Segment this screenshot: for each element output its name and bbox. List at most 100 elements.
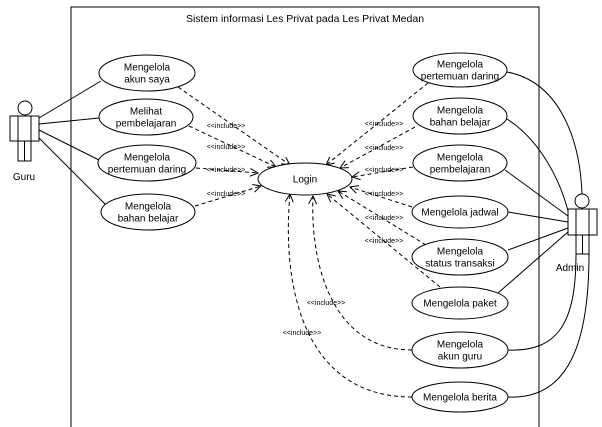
use-case-label: pertemuan daring [108, 165, 186, 176]
include-label: <<include>> [365, 121, 404, 128]
use-case-ellipse [257, 162, 353, 196]
association-guru-akun-saya [38, 80, 102, 119]
use-case-label: status transaksi [425, 259, 494, 270]
use-case-label: pertemuan daring [421, 72, 499, 83]
include-label: <<include>> [307, 300, 346, 307]
include-berita: <<include>> [283, 194, 413, 398]
actor-label-guru: Guru [13, 172, 35, 183]
association-admin-berita [507, 253, 590, 398]
include-arrow [177, 86, 290, 165]
association-admin-bahan-belajar-admin [506, 118, 569, 212]
association-lines [38, 71, 590, 398]
include-pertemuan-daring-guru: <<include>> [195, 167, 258, 174]
include-label: <<include>> [365, 145, 404, 152]
include-label: <<include>> [207, 144, 246, 151]
include-bahan-belajar-admin: <<include>> [340, 126, 416, 168]
use-case-label: Mengelola berita [423, 393, 497, 404]
include-arrow [194, 186, 261, 207]
use-case-label: Mengelola paket [423, 299, 497, 310]
use-case-label: pembelajaran [430, 165, 491, 176]
use-case-ellipse [411, 331, 509, 369]
include-label: <<include>> [207, 123, 246, 130]
include-label: <<include>> [207, 167, 246, 174]
use-case-label: Mengelola [437, 106, 484, 117]
include-label: <<include>> [283, 330, 322, 337]
use-case-paket: Mengelola paket [411, 286, 509, 320]
association-admin-jadwal [507, 211, 569, 223]
use-case-label: Melihat [130, 107, 162, 118]
actor-label-admin: Admin [556, 263, 584, 274]
use-case-label: Mengelola [437, 340, 484, 351]
use-case-ellipse [412, 52, 508, 88]
include-label: <<include>> [365, 238, 404, 245]
include-akun-guru: <<include>> [307, 196, 413, 351]
use-case-ellipse [411, 195, 509, 229]
include-arrow [188, 125, 276, 167]
include-arrow [350, 187, 413, 208]
guru-figure-icon [9, 100, 40, 162]
use-case-login: Login [257, 162, 353, 196]
association-guru-bahan-belajar-guru [38, 137, 106, 205]
include-arrow [288, 194, 413, 398]
include-label: <<include>> [207, 191, 246, 198]
include-relations: <<include>> <<include>> <<include>> <<inclu… [177, 82, 441, 398]
use-case-ellipse [411, 286, 509, 320]
admin-figure-icon [567, 193, 598, 255]
use-case-berita: Mengelola berita [411, 381, 509, 413]
actor-guru: Guru [9, 100, 40, 183]
use-case-ellipse [97, 144, 197, 182]
use-case-label: Mengelola [125, 202, 172, 213]
association-guru-pertemuan-daring-guru [38, 129, 100, 161]
use-case-label: Mengelola [437, 247, 484, 258]
association-admin-pertemuan-daring-admin [506, 71, 583, 195]
use-case-ellipse [98, 98, 194, 136]
include-akun-saya: <<include>> [177, 86, 290, 165]
use-case-ellipse [412, 97, 508, 135]
use-case-label: bahan belajar [118, 214, 179, 225]
association-admin-paket [497, 231, 569, 294]
include-pertemuan-daring-admin: <<include>> [326, 82, 429, 165]
include-jadwal: <<include>> [350, 187, 413, 208]
use-case-label: Mengelola [124, 63, 171, 74]
use-case-label: Mengelola [437, 60, 484, 71]
association-guru-melihat-pembelajaran [38, 117, 100, 125]
use-case-label: akun guru [438, 352, 482, 363]
use-case-ellipse [411, 238, 509, 276]
actor-admin: Admin [556, 193, 598, 274]
association-admin-status-transaksi [507, 227, 569, 251]
association-admin-akun-guru [507, 253, 577, 351]
use-case-ellipse [100, 193, 196, 231]
include-paket: <<include>> [327, 194, 441, 288]
use-case-label: Mengelola [124, 153, 171, 164]
include-melihat-pembelajaran: <<include>> [188, 125, 276, 167]
use-case-label: Mengelola [437, 153, 484, 164]
use-case-label: Mengelola jadwal [421, 208, 498, 219]
association-admin-pembelajaran-admin [504, 169, 569, 217]
use-case-ellipse [411, 381, 509, 413]
include-bahan-belajar-guru: <<include>> [194, 186, 261, 207]
include-label: <<include>> [365, 191, 404, 198]
include-label: <<include>> [365, 215, 404, 222]
include-arrow [326, 82, 429, 165]
use-case-label: Login [293, 175, 317, 186]
use-case-label: bahan belajar [430, 118, 491, 129]
include-arrow [352, 166, 414, 177]
include-pembelajaran-admin: <<include>> [352, 166, 414, 177]
include-arrow [327, 194, 441, 288]
include-arrow [313, 196, 413, 351]
include-arrow [338, 191, 427, 246]
include-arrow [195, 167, 258, 173]
use-case-label: akun saya [124, 75, 170, 86]
include-label: <<include>> [365, 167, 404, 174]
use-case-ellipse [98, 54, 196, 92]
system-boundary [70, 6, 540, 427]
